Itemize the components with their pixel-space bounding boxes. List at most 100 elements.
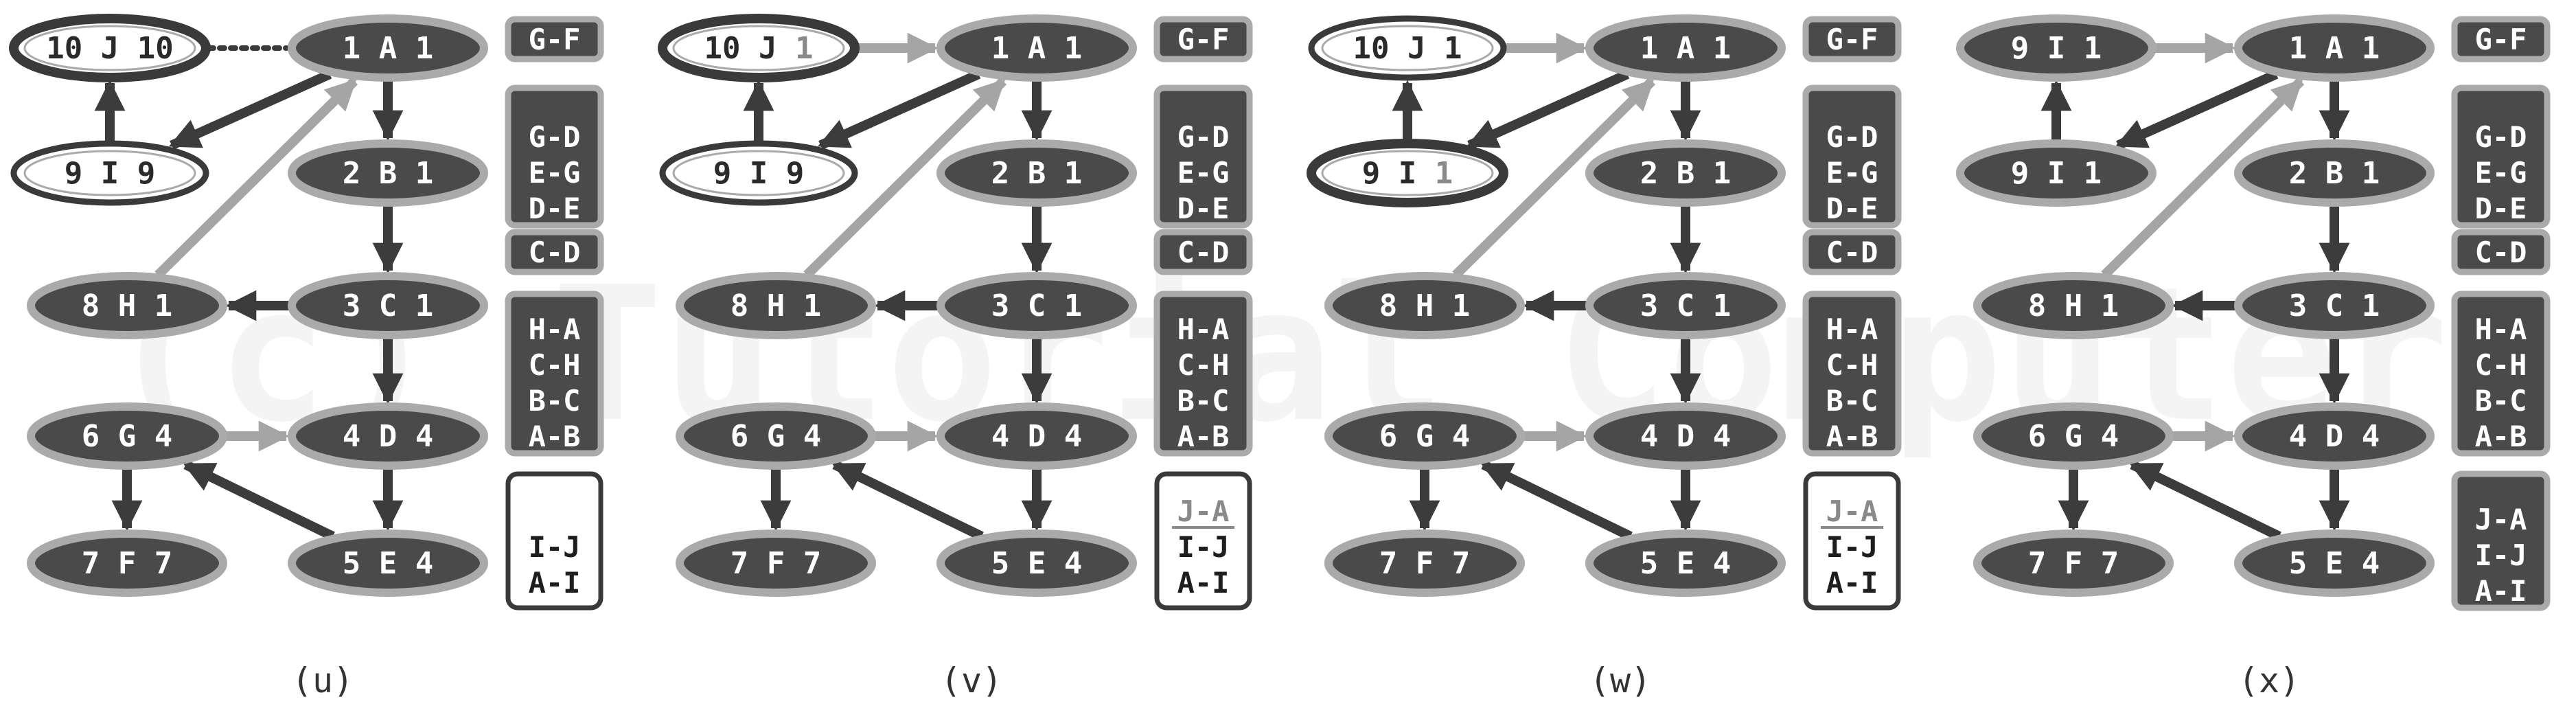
node-c-c: 3 C 1: [288, 272, 488, 339]
node-label-part: A: [360, 31, 397, 66]
node-e-e: 5 E 4: [288, 530, 488, 597]
edge-box-line: E-G: [2475, 156, 2527, 190]
edge-box: G-DE-GD-E: [1802, 84, 1902, 229]
node-label: 3 C 1: [991, 288, 1082, 323]
node-label-part: B: [360, 156, 397, 191]
edge-list: G-FG-DE-GD-EC-DH-AC-HB-CA-BJ-AI-JA-I: [1153, 16, 1253, 611]
node-ellipse: [659, 140, 858, 206]
node-label-part: H: [2046, 288, 2082, 323]
node-label-part: 8: [82, 288, 100, 323]
edge-list: G-FG-DE-GD-EC-DH-AC-HB-CA-BI-JA-I: [505, 16, 604, 611]
node-g-g: 6 G 4: [676, 402, 876, 470]
node-inner-ring: [672, 150, 845, 196]
node-label-part: I: [82, 156, 119, 191]
node-label: 1 A 1: [991, 31, 1082, 66]
node-j-j: 10 J 1: [658, 14, 860, 82]
edge-box-line: G-D: [1177, 120, 1230, 154]
node-inner-ring: [672, 25, 845, 71]
node-label: 5 E 4: [1640, 546, 1731, 581]
node-h-h: 8 H 1: [27, 272, 227, 339]
node-b-b: 2 B 1: [2234, 139, 2435, 207]
node-ellipse: [1585, 530, 1786, 597]
node-c-c: 3 C 1: [936, 272, 1137, 339]
node-label-part: 1: [1416, 156, 1453, 191]
node-ellipse: [2234, 14, 2435, 82]
node-label-part: 4: [343, 419, 361, 454]
node-ellipse: [936, 14, 1137, 82]
node-f-f: 7 F 7: [27, 530, 227, 597]
node-label: 3 C 1: [2289, 288, 2380, 323]
edge-box-line: H-A: [1826, 312, 1878, 346]
node-label-part: 3: [2289, 288, 2308, 323]
edge-a-i: [2115, 69, 2279, 150]
edge-box-line: B-C: [1177, 384, 1230, 418]
node-label-part: 1: [397, 31, 433, 66]
node-label-part: 1: [1425, 31, 1462, 66]
node-label: 4 D 4: [343, 419, 433, 454]
edge-list: G-FG-DE-GD-EC-DH-AC-HB-CA-BJ-AI-JA-I: [1802, 16, 1902, 611]
edge-box-line: A-I: [529, 566, 581, 600]
node-label-part: 7: [82, 546, 100, 581]
node-label: 7 F 7: [731, 546, 821, 581]
node-a-a: 1 A 1: [288, 14, 488, 82]
node-ellipse: [9, 14, 211, 82]
node-label: 9 I 1: [2011, 31, 2102, 66]
node-ellipse: [936, 272, 1137, 339]
node-label: 10 J 1: [704, 31, 814, 66]
node-label-part: 5: [343, 546, 361, 581]
node-label-part: 2: [2289, 156, 2308, 191]
node-label-part: 5: [1640, 546, 1659, 581]
edge-box-frame: [1802, 16, 1902, 62]
edge-box: G-DE-GD-E: [2451, 84, 2551, 229]
node-c-c: 3 C 1: [2234, 272, 2435, 339]
node-ellipse: [1585, 139, 1786, 207]
node-label-part: 1: [2343, 31, 2380, 66]
node-label: 8 H 1: [1379, 288, 1470, 323]
edge-box-line: H-A: [2475, 312, 2527, 346]
node-label-part: 2: [991, 156, 1010, 191]
edge-box-line: C-D: [1177, 236, 1230, 269]
edge-box-line: D-E: [1177, 192, 1230, 225]
edges: [1392, 32, 1701, 541]
node-label-part: 1: [1046, 31, 1082, 66]
node-label-part: 1: [397, 288, 433, 323]
node-label-part: 4: [2082, 419, 2119, 454]
panel-caption: (v): [941, 661, 1002, 701]
node-ellipse: [288, 272, 488, 339]
node-label-part: 6: [2028, 419, 2047, 454]
edge-box-line: A-I: [1826, 566, 1878, 600]
node-b-b: 2 B 1: [936, 139, 1137, 207]
node-label-part: 4: [2343, 546, 2380, 581]
node-label-part: F: [748, 546, 785, 581]
node-label-part: A: [2307, 31, 2343, 66]
node-ellipse: [1585, 272, 1786, 339]
edges: [743, 32, 1053, 541]
node-label: 3 C 1: [1640, 288, 1731, 323]
node-f-f: 7 F 7: [1973, 530, 2174, 597]
edge-box-frame: [1154, 471, 1252, 611]
edge-box-line: E-G: [1177, 156, 1230, 190]
node-g-g: 6 G 4: [1324, 402, 1525, 470]
node-label: 5 E 4: [2289, 546, 2380, 581]
edge-box-frame: [2451, 84, 2551, 229]
node-label-part: 4: [1434, 419, 1470, 454]
node-ellipse: [1324, 530, 1525, 597]
edge-box-line: D-E: [2475, 192, 2527, 225]
node-b-b: 2 B 1: [1585, 139, 1786, 207]
edge-h-a: [154, 78, 358, 279]
node-label: 2 B 1: [2289, 156, 2380, 191]
node-j-j: 10 J 1: [1308, 15, 1507, 81]
node-h-h: 8 H 1: [1973, 272, 2174, 339]
node-label-part: 8: [1379, 288, 1398, 323]
edge-box-line: G-D: [529, 120, 581, 154]
node-label-part: J: [741, 31, 777, 66]
edge-box-line: E-G: [1826, 156, 1878, 190]
edge-box-line: G-F: [1826, 23, 1878, 56]
edge-h-a: [803, 78, 1007, 279]
edge-box: H-AC-HB-CA-B: [1802, 291, 1902, 457]
edge-box: G-F: [2451, 16, 2551, 62]
node-ellipse: [676, 272, 876, 339]
